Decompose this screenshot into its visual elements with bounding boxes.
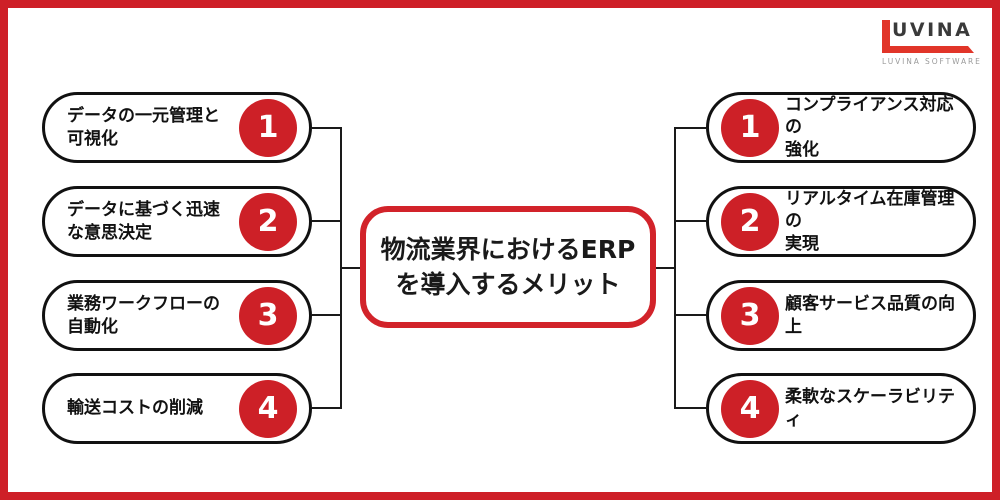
left-item-4-number-badge: 4 — [239, 379, 297, 438]
connector-right-stub-1 — [674, 127, 706, 129]
connector-right-stub-3 — [674, 314, 706, 316]
right-item-3-line-1: 顧客サービス品質の向上 — [785, 294, 955, 337]
left-item-2-line-2: な意思決定 — [67, 222, 152, 243]
right-item-2: 2 リアルタイム在庫管理の 実現 — [706, 186, 976, 257]
left-item-3: 業務ワークフローの 自動化 3 — [42, 280, 312, 351]
right-item-4: 4 柔軟なスケーラビリティ — [706, 373, 976, 444]
connector-right-stub-2 — [674, 220, 706, 222]
left-item-1-number-badge: 1 — [239, 98, 297, 157]
right-item-2-line-2: 実現 — [785, 233, 819, 254]
left-item-3-number-badge: 3 — [239, 286, 297, 345]
luvina-logo-mark-icon: UVINA — [882, 20, 974, 53]
right-item-1-number-badge: 1 — [721, 98, 779, 157]
right-item-4-number-badge: 4 — [721, 379, 779, 438]
right-item-2-label: リアルタイム在庫管理の 実現 — [709, 188, 973, 254]
right-item-4-label: 柔軟なスケーラビリティ — [709, 386, 973, 430]
right-item-3-label: 顧客サービス品質の向上 — [709, 293, 973, 337]
left-item-3-line-1: 業務ワークフローの — [67, 294, 220, 315]
left-item-1-line-1: データの一元管理と — [67, 106, 220, 127]
right-item-2-number-badge: 2 — [721, 192, 779, 251]
right-item-4-line-1: 柔軟なスケーラビリティ — [785, 387, 955, 430]
connector-left-stub-4 — [312, 407, 342, 409]
logo-brand-text: UVINA — [892, 19, 973, 41]
right-item-1: 1 コンプライアンス対応の 強化 — [706, 92, 976, 163]
right-item-3-number-badge: 3 — [721, 286, 779, 345]
page-title-line-1: 物流業界におけるERP — [380, 235, 636, 264]
page-title-line-2: を導入するメリット — [395, 270, 621, 299]
luvina-logo: UVINA LUVINA SOFTWARE — [882, 20, 982, 66]
right-item-3: 3 顧客サービス品質の向上 — [706, 280, 976, 351]
right-item-2-line-1: リアルタイム在庫管理の — [785, 189, 955, 232]
left-item-3-label: 業務ワークフローの 自動化 — [45, 293, 298, 337]
left-item-4: 輸送コストの削減 4 — [42, 373, 312, 444]
connector-right-stub-4 — [674, 407, 706, 409]
connector-left-stub-2 — [312, 220, 342, 222]
left-item-2-number-badge: 2 — [239, 192, 297, 251]
connector-left-stub-3 — [312, 314, 342, 316]
left-item-4-label: 輸送コストの削減 — [45, 397, 281, 419]
connector-left-to-center — [340, 267, 364, 269]
right-item-1-line-1: コンプライアンス対応の — [785, 95, 954, 138]
connector-center-to-right — [652, 267, 676, 269]
left-item-1-label: データの一元管理と 可視化 — [45, 105, 298, 149]
logo-l-stem-shape — [882, 20, 890, 53]
connector-left-stub-1 — [312, 127, 342, 129]
logo-l-foot-shape — [882, 46, 974, 53]
left-item-2: データに基づく迅速 な意思決定 2 — [42, 186, 312, 257]
left-item-1: データの一元管理と 可視化 1 — [42, 92, 312, 163]
right-item-1-line-2: 強化 — [785, 139, 819, 160]
center-title-box: 物流業界におけるERP を導入するメリット — [360, 206, 656, 328]
left-item-1-line-2: 可視化 — [67, 128, 118, 149]
right-item-1-label: コンプライアンス対応の 強化 — [709, 94, 973, 160]
left-item-2-line-1: データに基づく迅速 — [67, 200, 220, 221]
left-item-4-line-1: 輸送コストの削減 — [67, 398, 203, 419]
left-item-3-line-2: 自動化 — [67, 316, 118, 337]
left-item-2-label: データに基づく迅速 な意思決定 — [45, 199, 298, 243]
logo-subtitle: LUVINA SOFTWARE — [882, 57, 982, 66]
